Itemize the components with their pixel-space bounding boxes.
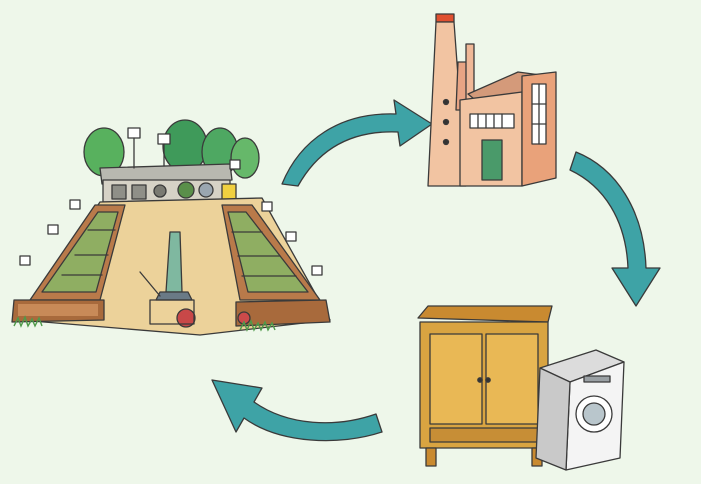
factory-icon	[428, 14, 556, 186]
arrow-factory-to-goods	[570, 152, 660, 306]
washing-machine-icon	[536, 350, 624, 470]
recycling-yard-icon	[12, 120, 330, 335]
arrow-goods-to-recycling	[212, 380, 382, 441]
wardrobe-icon	[418, 306, 552, 466]
arrow-recycling-to-factory	[282, 100, 432, 186]
